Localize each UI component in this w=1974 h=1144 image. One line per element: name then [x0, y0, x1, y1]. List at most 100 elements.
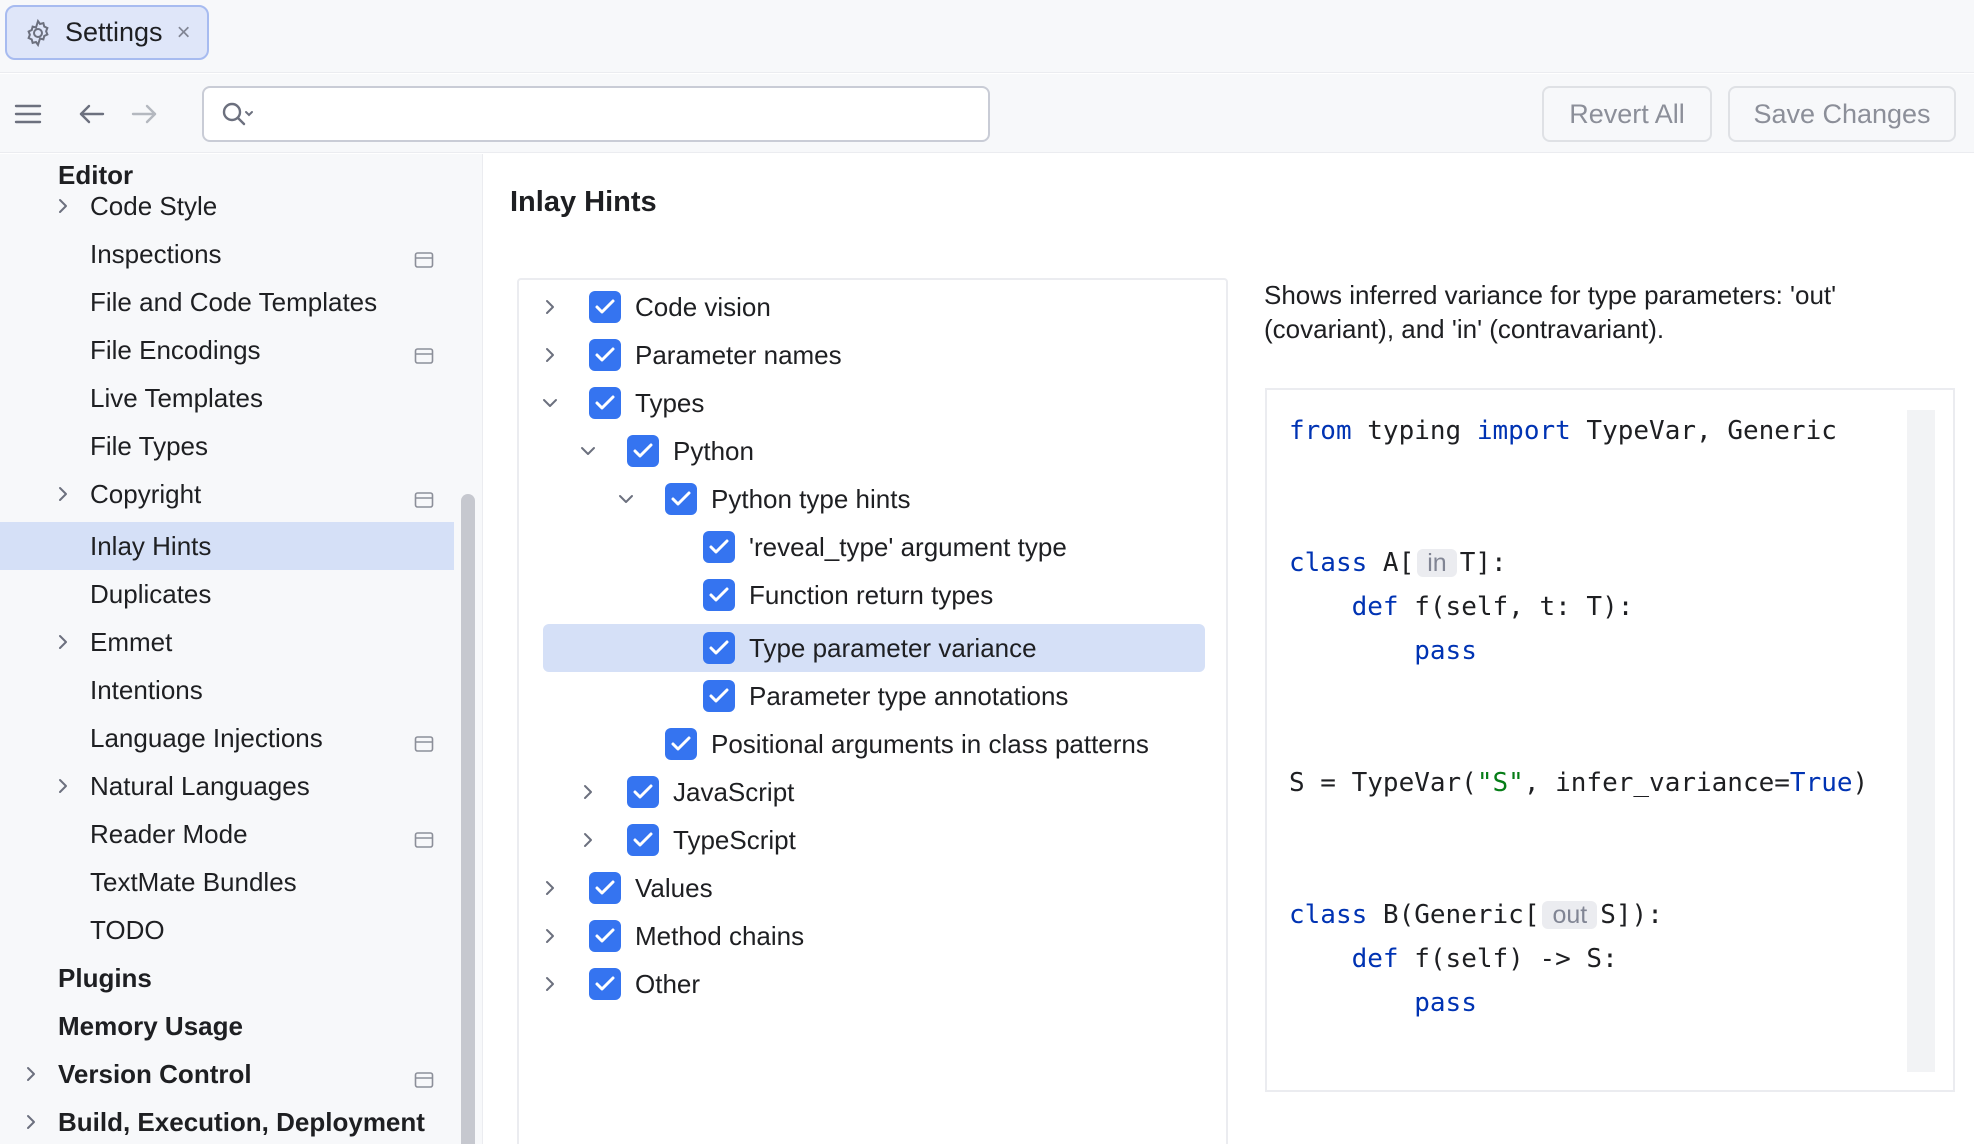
checkbox-checked-icon[interactable]: [665, 483, 697, 515]
chevron-right-icon[interactable]: [539, 344, 561, 366]
chevron-down-icon[interactable]: [539, 392, 561, 414]
sidebar-item-memory-usage[interactable]: Memory Usage: [0, 1002, 454, 1050]
tree-node-label: Parameter names: [635, 339, 842, 370]
checkbox-checked-icon[interactable]: [589, 872, 621, 904]
chevron-down-icon[interactable]: [615, 488, 637, 510]
sidebar-item-todo[interactable]: TODO: [0, 906, 454, 954]
chevron-right-icon[interactable]: [577, 781, 599, 803]
tree-node-python[interactable]: Python: [519, 428, 1219, 474]
code-text: S = TypeVar(: [1289, 768, 1477, 798]
search-input[interactable]: [264, 94, 964, 134]
sidebar-scrollbar[interactable]: [461, 494, 475, 1144]
tree-node-label: JavaScript: [673, 776, 795, 807]
tree-node-javascript[interactable]: JavaScript: [519, 769, 1219, 815]
checkbox-checked-icon[interactable]: [589, 339, 621, 371]
sidebar-item-reader-mode[interactable]: Reader Mode: [0, 810, 454, 858]
hamburger-menu-icon[interactable]: [8, 94, 48, 134]
chevron-right-icon[interactable]: [539, 296, 561, 318]
tree-node-python-type-hints[interactable]: Python type hints: [519, 476, 1219, 522]
code-text: TypeVar, Generic: [1570, 416, 1837, 446]
sidebar-item-file-and-code-templates[interactable]: File and Code Templates: [0, 278, 454, 326]
tree-node-positional-arguments[interactable]: Positional arguments in class patterns: [519, 721, 1219, 767]
sidebar-item-label: Language Injections: [90, 722, 323, 753]
chevron-right-icon[interactable]: [52, 195, 74, 217]
chevron-right-icon[interactable]: [539, 925, 561, 947]
tree-node-other[interactable]: Other: [519, 961, 1219, 1007]
revert-all-button[interactable]: Revert All: [1542, 86, 1712, 142]
sidebar-item-language-injections[interactable]: Language Injections: [0, 714, 454, 762]
code-keyword: pass: [1414, 988, 1477, 1018]
sidebar-item-intentions[interactable]: Intentions: [0, 666, 454, 714]
tree-node-type-parameter-variance[interactable]: Type parameter variance: [519, 625, 1219, 671]
tree-node-method-chains[interactable]: Method chains: [519, 913, 1219, 959]
checkbox-checked-icon[interactable]: [703, 632, 735, 664]
tree-node-typescript[interactable]: TypeScript: [519, 817, 1219, 863]
tree-node-label: Type parameter variance: [749, 632, 1037, 663]
chevron-right-icon[interactable]: [52, 631, 74, 653]
code-keyword: import: [1476, 416, 1571, 446]
sidebar-item-duplicates[interactable]: Duplicates: [0, 570, 454, 618]
tree-node-values[interactable]: Values: [519, 865, 1219, 911]
chevron-right-icon[interactable]: [539, 973, 561, 995]
tree-node-function-return-types[interactable]: Function return types: [519, 572, 1219, 618]
project-scope-icon: [414, 485, 434, 508]
code-preview-scrollbar[interactable]: [1907, 410, 1935, 1072]
tab-settings[interactable]: Settings ×: [5, 5, 209, 60]
sidebar-item-label: Plugins: [58, 962, 152, 993]
code-preview: from typing import TypeVar, Generic clas…: [1265, 388, 1955, 1092]
checkbox-checked-icon[interactable]: [703, 680, 735, 712]
inlay-hint-in[interactable]: in: [1417, 549, 1457, 577]
tree-node-code-vision[interactable]: Code vision: [519, 284, 1219, 330]
sidebar-item-inlay-hints[interactable]: Inlay Hints: [0, 522, 454, 570]
chevron-right-icon[interactable]: [52, 483, 74, 505]
sidebar-item-version-control[interactable]: Version Control: [0, 1050, 454, 1098]
sidebar-item-emmet[interactable]: Emmet: [0, 618, 454, 666]
checkbox-checked-icon[interactable]: [589, 920, 621, 952]
chevron-down-icon[interactable]: [577, 440, 599, 462]
forward-arrow-icon[interactable]: [124, 94, 164, 134]
tree-node-label: 'reveal_type' argument type: [749, 531, 1067, 562]
search-field[interactable]: [202, 86, 990, 142]
tree-node-label: Parameter type annotations: [749, 680, 1069, 711]
checkbox-checked-icon[interactable]: [665, 728, 697, 760]
close-icon[interactable]: ×: [176, 18, 191, 46]
tree-node-parameter-type-annotations[interactable]: Parameter type annotations: [519, 673, 1219, 719]
chevron-right-icon[interactable]: [20, 1111, 42, 1133]
sidebar-item-file-encodings[interactable]: File Encodings: [0, 326, 454, 374]
chevron-right-icon[interactable]: [539, 877, 561, 899]
sidebar-item-editor[interactable]: Editor: [0, 154, 454, 196]
code-text: f(self, t: T):: [1398, 592, 1634, 622]
checkbox-checked-icon[interactable]: [703, 531, 735, 563]
search-icon: [220, 100, 256, 130]
sidebar-item-label: TextMate Bundles: [90, 866, 297, 897]
sidebar-item-inspections[interactable]: Inspections: [0, 230, 454, 278]
sidebar-item-natural-languages[interactable]: Natural Languages: [0, 762, 454, 810]
checkbox-checked-icon[interactable]: [589, 291, 621, 323]
back-arrow-icon[interactable]: [72, 94, 112, 134]
tree-node-parameter-names[interactable]: Parameter names: [519, 332, 1219, 378]
inlay-hint-out[interactable]: out: [1542, 901, 1598, 929]
sidebar-item-textmate-bundles[interactable]: TextMate Bundles: [0, 858, 454, 906]
checkbox-checked-icon[interactable]: [627, 435, 659, 467]
checkbox-checked-icon[interactable]: [703, 579, 735, 611]
save-changes-button[interactable]: Save Changes: [1728, 86, 1956, 142]
chevron-right-icon[interactable]: [52, 775, 74, 797]
project-scope-icon: [414, 1065, 434, 1088]
checkbox-checked-icon[interactable]: [589, 387, 621, 419]
sidebar-item-code-style[interactable]: Code Style: [0, 182, 454, 230]
tree-node-reveal-type[interactable]: 'reveal_type' argument type: [519, 524, 1219, 570]
sidebar-item-copyright[interactable]: Copyright: [0, 470, 454, 518]
sidebar-item-label: Live Templates: [90, 382, 263, 413]
checkbox-checked-icon[interactable]: [589, 968, 621, 1000]
sidebar-item-live-templates[interactable]: Live Templates: [0, 374, 454, 422]
chevron-right-icon[interactable]: [20, 1063, 42, 1085]
sidebar-item-plugins[interactable]: Plugins: [0, 954, 454, 1002]
sidebar-item-label: Memory Usage: [58, 1010, 243, 1041]
sidebar-item-file-types[interactable]: File Types: [0, 422, 454, 470]
checkbox-checked-icon[interactable]: [627, 776, 659, 808]
checkbox-checked-icon[interactable]: [627, 824, 659, 856]
tree-node-types[interactable]: Types: [519, 380, 1219, 426]
sidebar-item-build-execution-deployment[interactable]: Build, Execution, Deployment: [0, 1098, 454, 1144]
tab-strip: Settings ×: [0, 0, 1974, 73]
chevron-right-icon[interactable]: [577, 829, 599, 851]
